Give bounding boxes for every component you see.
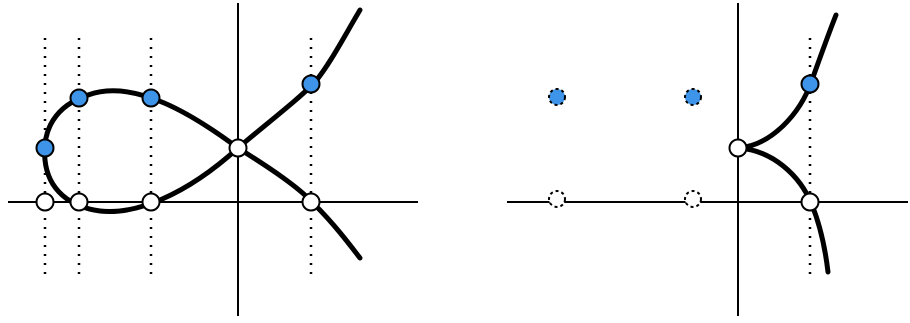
left-blue-point: [301, 74, 321, 94]
right-ghost-blue-point: [684, 88, 702, 106]
right-ghost-blue-point: [548, 88, 566, 106]
right-ghost-axis-point: [684, 190, 702, 208]
left-axis-point: [141, 192, 161, 212]
right-ghost-axis-point: [548, 190, 566, 208]
left-curve-loop: [42, 88, 241, 215]
left-curve-upper-branch: [235, 7, 363, 151]
right-panel: [507, 3, 908, 316]
left-blue-point: [35, 138, 55, 158]
left-node-point: [228, 138, 248, 158]
right-blue-point: [800, 74, 820, 94]
left-blue-point: [69, 88, 89, 108]
left-axis-point: [69, 192, 89, 212]
left-axis-point: [35, 192, 55, 212]
right-curve-upper-branch: [735, 12, 839, 151]
right-axis-point: [800, 192, 820, 212]
left-blue-point: [141, 88, 161, 108]
left-panel: [8, 3, 418, 316]
right-cusp-point: [728, 138, 748, 158]
left-axis-point: [301, 192, 321, 212]
